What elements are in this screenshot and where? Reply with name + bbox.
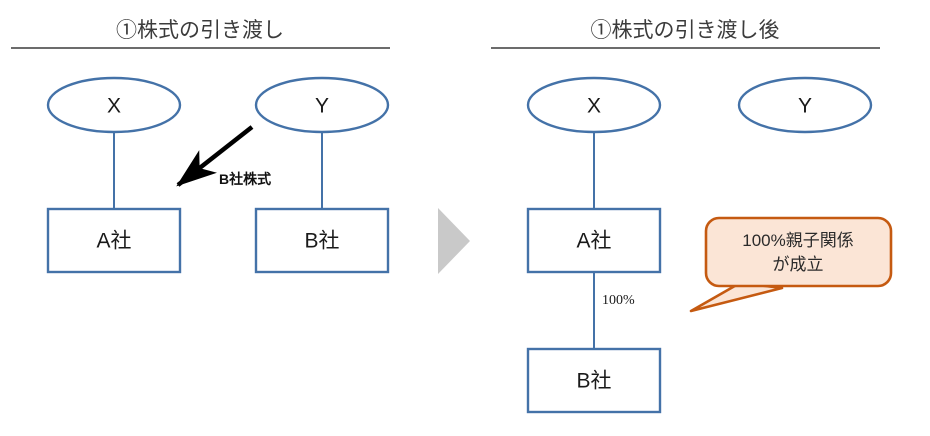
company-b-box-left	[254, 207, 390, 274]
company-a-label-right: A社	[576, 230, 611, 253]
company-b-label-right: B社	[576, 370, 611, 393]
share-transfer-arrow-label: B社株式	[219, 171, 271, 187]
left-panel-title: ①株式の引き渡し	[116, 19, 284, 42]
shareholder-y-label-left: Y	[315, 95, 329, 118]
company-b-box-right	[526, 347, 662, 414]
shareholder-x-ellipse-right	[526, 76, 662, 134]
company-a-box-left	[46, 207, 182, 274]
shareholder-x-ellipse-left	[46, 76, 182, 134]
shareholder-y-ellipse-right	[737, 76, 873, 134]
callout-text-line-2: が成立	[773, 255, 824, 274]
callout-bubble	[704, 216, 893, 288]
callout-text-line-1: 100%親子関係	[742, 231, 853, 250]
company-a-box-right	[526, 207, 662, 274]
share-transfer-arrow	[176, 125, 254, 187]
company-a-label-left: A社	[96, 230, 131, 253]
shareholder-y-ellipse-left	[254, 76, 390, 134]
shareholder-x-label-left: X	[107, 95, 121, 118]
company-b-label-left: B社	[304, 230, 339, 253]
shareholder-x-label-right: X	[587, 95, 601, 118]
shareholder-y-label-right: Y	[798, 95, 812, 118]
right-panel-title: ①株式の引き渡し後	[590, 19, 780, 42]
ownership-percentage-label: 100%	[602, 293, 635, 308]
triangle-right-icon	[438, 208, 470, 274]
